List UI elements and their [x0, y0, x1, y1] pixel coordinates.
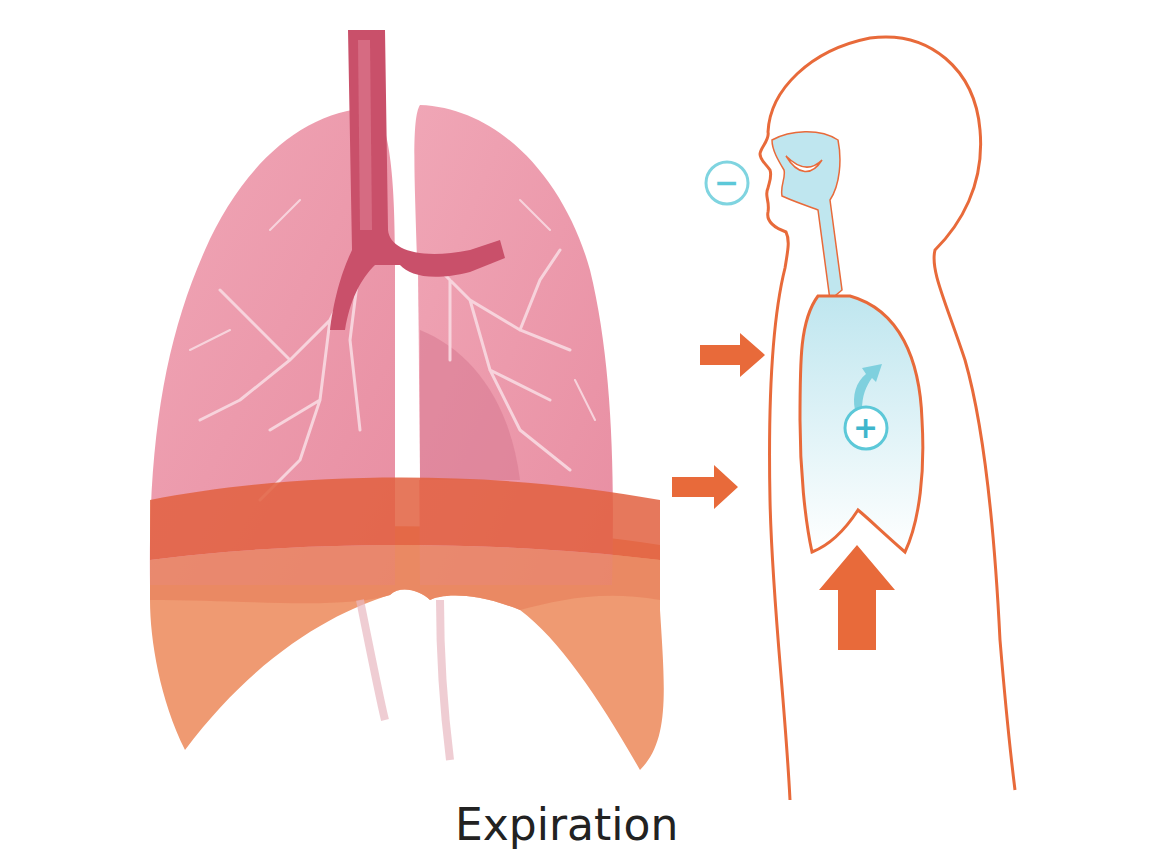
compression-arrow	[672, 465, 738, 509]
compression-arrow	[700, 333, 765, 377]
chest-cavity	[800, 296, 923, 552]
pressure-sign: +	[853, 413, 878, 443]
diaphragm-band	[150, 545, 660, 610]
caption: Expiration	[455, 803, 678, 847]
diaphragm-push-arrow	[819, 545, 895, 650]
pressure-circle	[845, 407, 887, 449]
cardiac-notch	[420, 330, 520, 480]
trachea-highlight	[358, 40, 372, 230]
diaphragm	[150, 526, 664, 770]
trachea	[330, 30, 505, 330]
mediastinum	[396, 270, 420, 480]
crura	[360, 600, 450, 760]
airflow-arrow	[854, 364, 882, 410]
pressure-sign: −	[714, 168, 739, 198]
mouth	[786, 156, 822, 172]
body-silhouette	[760, 37, 1015, 800]
pressure-circle	[706, 162, 748, 204]
airway	[772, 132, 842, 300]
